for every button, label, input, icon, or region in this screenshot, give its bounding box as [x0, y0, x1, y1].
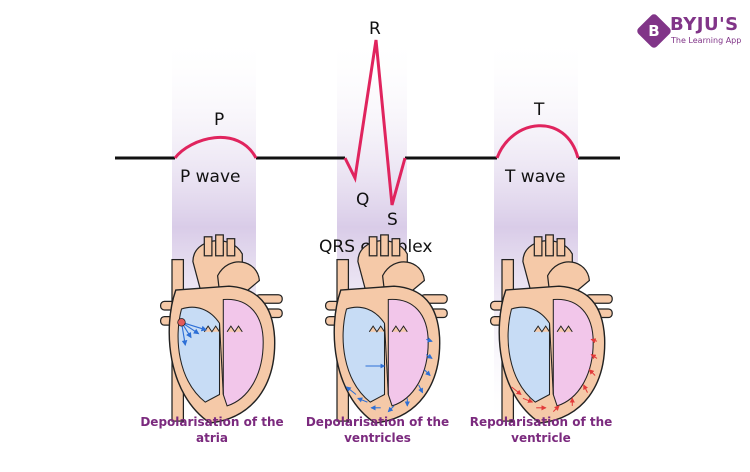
ecg-trace: [115, 39, 620, 206]
t-peak-label: T: [533, 100, 545, 120]
t-wave-label: T wave: [504, 167, 566, 187]
brand-tagline: The Learning App: [671, 36, 742, 45]
heart-atria-illustration: [159, 234, 283, 424]
s-point-label: S: [387, 210, 398, 230]
t-wave-segment: [495, 124, 580, 159]
r-peak-label: R: [369, 19, 381, 39]
p-wave-segment: [173, 135, 258, 159]
logo-letter: B: [648, 22, 660, 40]
qrs-segment: [343, 39, 407, 206]
heart-ventricles-illustration: [324, 234, 448, 424]
heart-repolarisation-illustration: [489, 234, 613, 424]
caption-depolarisation-atria: Depolarisation of the atria: [140, 415, 284, 445]
byjus-logo-mark: B: [635, 12, 673, 50]
q-point-label: Q: [356, 190, 369, 210]
byjus-logo: B BYJU'S The Learning App: [635, 12, 746, 50]
caption-depolarisation-ventricles: Depolarisation of the ventricles: [305, 415, 450, 445]
p-wave-label: P wave: [180, 167, 241, 187]
caption-repolarisation-ventricle: Repolarisation of the ventricle: [469, 415, 613, 445]
brand-name: BYJU'S: [670, 14, 739, 35]
p-peak-label: P: [214, 110, 224, 130]
